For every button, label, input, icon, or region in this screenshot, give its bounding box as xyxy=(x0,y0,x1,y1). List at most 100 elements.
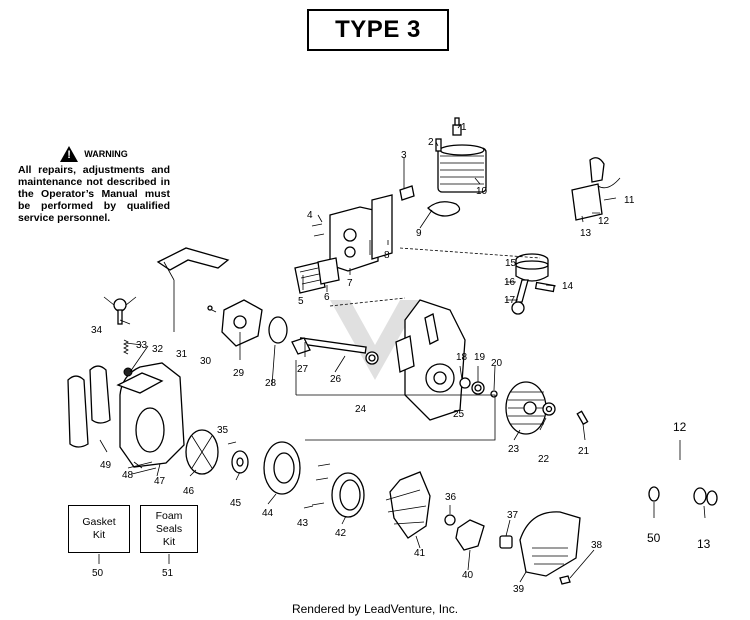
flywheel[interactable] xyxy=(505,381,547,435)
warning-notice: ! WARNING All repairs, adjustments and ma… xyxy=(18,146,170,224)
screw-30[interactable] xyxy=(207,305,217,313)
cylinder-stud[interactable] xyxy=(435,138,442,152)
key-tool-34[interactable] xyxy=(103,296,137,325)
spare-part-50[interactable] xyxy=(648,486,660,502)
warning-icon: ! xyxy=(60,146,79,162)
warning-text: All repairs, adjustments and maintenance… xyxy=(18,164,170,224)
bushing-37[interactable] xyxy=(499,535,513,549)
part-number-label: 11 xyxy=(624,195,635,206)
spring-33[interactable] xyxy=(123,339,129,355)
part-number-label: 7 xyxy=(347,278,353,289)
nut-36[interactable] xyxy=(444,514,456,526)
part-number-label: 27 xyxy=(297,364,309,375)
carburetor-adapter[interactable] xyxy=(221,299,263,347)
flywheel-nut[interactable] xyxy=(542,402,556,416)
part-number-label: 40 xyxy=(462,570,474,581)
impeller-fan[interactable] xyxy=(385,471,431,539)
part-number-label: 4 xyxy=(307,210,313,221)
blower-housing[interactable] xyxy=(519,511,581,577)
seal-26[interactable] xyxy=(365,351,379,365)
screws-43[interactable] xyxy=(311,463,331,506)
part-number-label: 20 xyxy=(491,358,503,369)
part-number-label: 45 xyxy=(230,498,242,509)
washer-45[interactable] xyxy=(231,450,249,474)
part-number-label: 12 xyxy=(673,420,687,434)
starter-ring[interactable] xyxy=(331,472,365,518)
kit-label: Gasket xyxy=(82,516,116,528)
piston[interactable] xyxy=(515,253,549,282)
gasket-28[interactable] xyxy=(268,316,288,344)
part-number-label: 31 xyxy=(176,349,188,360)
part-number-label: 30 xyxy=(200,356,212,367)
part-number-label: 14 xyxy=(562,281,574,292)
piston-pin[interactable] xyxy=(534,281,556,293)
part-number-label: 33 xyxy=(136,340,148,351)
part-number-label: 8 xyxy=(384,250,390,261)
part-number-label: 24 xyxy=(355,404,367,415)
ignition-module[interactable] xyxy=(571,157,621,221)
kit-label: Seals xyxy=(155,522,183,535)
part-number-label: 6 xyxy=(324,292,330,303)
leader-lines xyxy=(98,123,706,583)
part-number-label: 1 xyxy=(461,122,467,133)
kit-label: Kit xyxy=(92,529,106,541)
screws-48[interactable] xyxy=(127,461,157,475)
watermark-logo xyxy=(330,300,420,380)
spare-part-13[interactable] xyxy=(693,487,718,506)
part-number-label: 21 xyxy=(578,446,590,457)
part-number-label: 34 xyxy=(91,325,103,336)
spark-plug[interactable] xyxy=(452,117,462,136)
part-number-label: 15 xyxy=(505,258,517,269)
part-number-label: 36 xyxy=(445,492,457,503)
part-number-label: 38 xyxy=(591,540,603,551)
crankshaft[interactable] xyxy=(291,337,367,355)
part-number-label: 48 xyxy=(122,470,134,481)
part-number-label: 22 xyxy=(538,454,550,465)
part-number-label: 51 xyxy=(162,568,174,579)
part-number-label: 10 xyxy=(476,186,488,197)
starter-pulley[interactable] xyxy=(185,429,219,475)
footer-credit: Rendered by LeadVenture, Inc. xyxy=(291,602,459,616)
seal-18[interactable] xyxy=(459,377,471,389)
part-number-label: 39 xyxy=(513,584,525,595)
gasket-9[interactable] xyxy=(427,201,461,217)
part-number-label: 44 xyxy=(262,508,274,519)
part-number-label: 50 xyxy=(92,568,104,579)
warning-heading: WARNING xyxy=(84,149,128,159)
fan-blade-40[interactable] xyxy=(455,519,485,551)
throttle-cable-bracket[interactable] xyxy=(156,247,230,271)
part-number-label: 12 xyxy=(598,216,610,227)
part-number-label: 41 xyxy=(414,548,426,559)
part-number-label: 18 xyxy=(456,352,468,363)
part-number-label: 9 xyxy=(416,228,422,239)
muffler[interactable] xyxy=(329,194,393,272)
bearing-19[interactable] xyxy=(471,381,485,395)
screw-38[interactable] xyxy=(559,575,571,585)
part-number-label: 26 xyxy=(330,374,342,385)
engine-housing[interactable] xyxy=(116,362,185,468)
part-number-label: 25 xyxy=(453,409,465,420)
foam-seal-49[interactable] xyxy=(67,365,111,448)
starter-spring-housing[interactable] xyxy=(263,441,301,495)
insulator-3[interactable] xyxy=(399,185,415,201)
part-number-label: 13 xyxy=(697,537,711,551)
part-number-label: 46 xyxy=(183,486,195,497)
screw-4[interactable] xyxy=(311,223,325,237)
connecting-rod[interactable] xyxy=(511,279,529,315)
part-number-label: 3 xyxy=(401,150,407,161)
kit-label: Kit xyxy=(162,535,176,548)
part-number-label: 35 xyxy=(217,425,229,436)
grommet-32[interactable] xyxy=(123,367,133,377)
part-number-label: 42 xyxy=(335,528,347,539)
screw-35[interactable] xyxy=(227,441,237,445)
pin-21[interactable] xyxy=(576,410,589,426)
part-number-label: 5 xyxy=(298,296,304,307)
spark-arrester[interactable] xyxy=(294,261,326,294)
key-20[interactable] xyxy=(490,390,498,398)
muffler-gasket[interactable] xyxy=(317,257,340,285)
cylinder[interactable] xyxy=(437,144,487,193)
crankcase[interactable] xyxy=(395,299,466,421)
